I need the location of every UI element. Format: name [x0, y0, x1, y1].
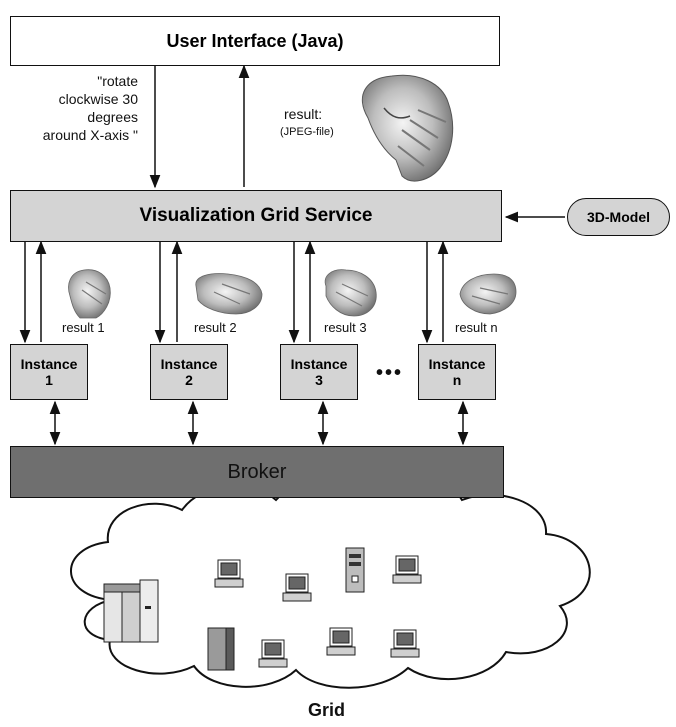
tower-server-icon-2 — [207, 627, 235, 671]
result-thumbnail-3 — [324, 269, 377, 317]
tower-server-icon — [345, 547, 365, 593]
instance-arrows — [19, 240, 449, 344]
instance-1-label: Instance — [20, 356, 78, 372]
user-interface-label: User Interface (Java) — [166, 30, 344, 51]
instance-box-2: Instance 2 — [150, 344, 228, 400]
grid-cloud — [70, 476, 591, 689]
instance-3-label: Instance — [290, 356, 348, 372]
mainframe-icon — [103, 579, 159, 643]
rendered-head-image — [361, 74, 454, 182]
result-thumbnail-2 — [195, 273, 263, 315]
result-line-1: result: — [284, 106, 323, 122]
result-label-1: result 1 — [62, 320, 105, 335]
result-thumbnail-1 — [68, 269, 111, 319]
model-3d-box: 3D-Model — [567, 198, 670, 236]
model-3d-label: 3D-Model — [587, 209, 650, 225]
visualization-service-label: Visualization Grid Service — [139, 205, 373, 226]
result-thumbnail-n — [459, 273, 517, 315]
instance-box-3: Instance 3 — [280, 344, 358, 400]
instance-3-number: 3 — [315, 372, 323, 388]
instance-box-1: Instance 1 — [10, 344, 88, 400]
result-line-2: (JPEG-file) — [280, 126, 334, 138]
broker-box: Broker — [10, 446, 504, 498]
result-label-3: result 3 — [324, 320, 367, 335]
workstation-icons — [214, 555, 422, 668]
visualization-service-box: Visualization Grid Service — [10, 190, 502, 242]
command-line-1: "rotate — [97, 73, 138, 89]
instance-2-label: Instance — [160, 356, 218, 372]
instance-box-n: Instance n — [418, 344, 496, 400]
instance-1-number: 1 — [45, 372, 53, 388]
instance-n-label: Instance — [428, 356, 486, 372]
command-line-2: clockwise 30 — [58, 91, 138, 107]
command-text: "rotate clockwise 30 degrees around X-ax… — [22, 72, 138, 144]
broker-label: Broker — [227, 460, 287, 483]
result-label-2: result 2 — [194, 320, 237, 335]
command-line-3: degrees — [87, 109, 138, 125]
result-label-n: result n — [455, 320, 498, 335]
broker-arrows — [49, 400, 469, 446]
user-interface-box: User Interface (Java) — [10, 16, 500, 66]
instance-n-number: n — [452, 372, 462, 388]
instances-ellipsis: ••• — [376, 362, 404, 384]
instance-2-number: 2 — [185, 372, 193, 388]
grid-label: Grid — [308, 700, 346, 720]
command-line-4: around X-axis " — [42, 127, 138, 143]
